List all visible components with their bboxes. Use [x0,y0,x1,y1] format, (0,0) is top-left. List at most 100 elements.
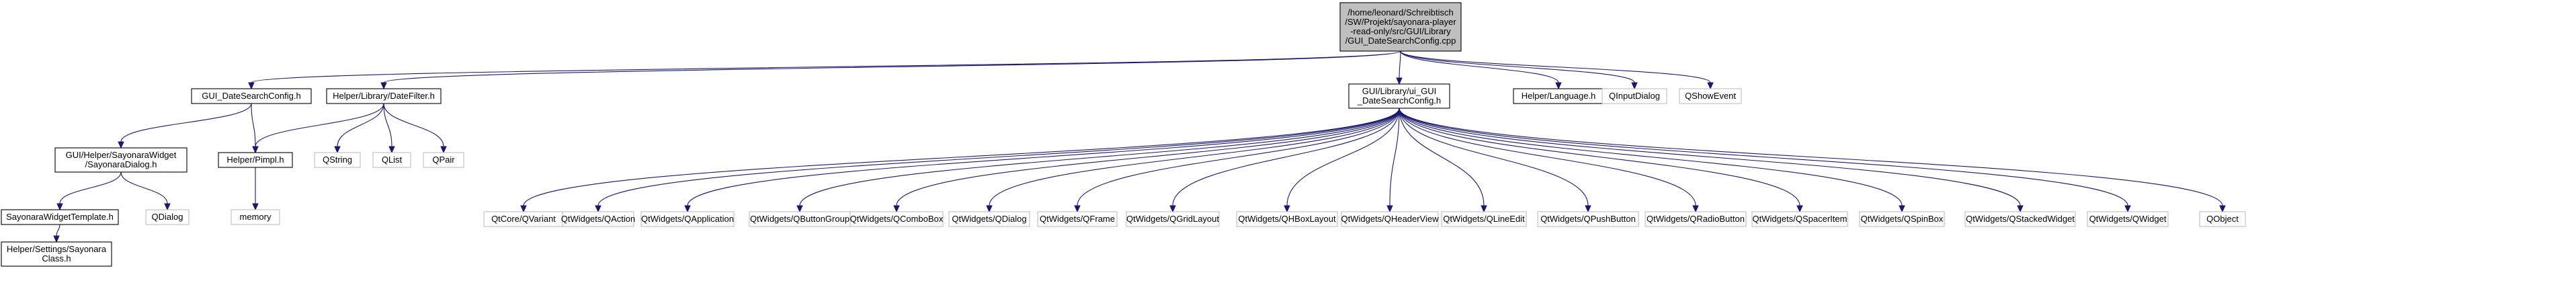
edge-line [896,108,1400,206]
node-qvariant[interactable]: QtCore/QVariant [483,211,564,227]
node-label-line: Helper/Settings/Sayonara [7,244,107,254]
edge-line [383,50,1401,83]
node-qshowevent[interactable]: QShowEvent [1679,88,1742,104]
edge-line [1399,108,1696,206]
node-box [640,211,735,227]
edge-line [597,108,1400,206]
node-qinputdialog[interactable]: QInputDialog [1602,88,1667,104]
edge-root-to-ui_gui_dsc [1396,50,1403,85]
node-sayonaradialog[interactable]: GUI/Helper/SayonaraWidget/SayonaraDialog… [54,147,188,173]
node-label-line: QtWidgets/QDialog [952,214,1026,224]
edge-ui_gui_dsc-to-qlineedit [1399,108,1487,213]
edge-line [1399,108,2021,206]
edge-arrowhead [252,203,259,211]
node-box [145,209,190,225]
node-qapplication[interactable]: QtWidgets/QApplication [640,211,735,227]
edge-root-to-qinputdialog [1400,50,1638,90]
node-qbuttongroup[interactable]: QtWidgets/QButtonGroup [749,211,851,227]
node-qdialog[interactable]: QDialog [145,209,190,225]
edge-line [523,108,1400,206]
node-label-line: QtWidgets/QRadioButton [1647,214,1745,224]
node-qpair[interactable]: QPair [423,152,464,168]
edge-line [383,103,444,147]
node-qwidget[interactable]: QtWidgets/QWidget [2087,211,2169,227]
edge-arrowhead [2017,205,2024,213]
node-label-line: Helper/Language.h [1522,91,1596,101]
node-root[interactable]: /home/leonard/Schreibtisch/SW/Projekt/sa… [1339,2,1462,52]
node-box [1,241,112,267]
edge-line [251,50,1401,83]
node-qheaderview[interactable]: QtWidgets/QHeaderView [1341,211,1440,227]
node-label-line: QtWidgets/QGridLayout [1126,214,1219,224]
edge-line [989,108,1400,206]
edge-line [56,224,60,237]
edge-line [1400,50,1635,83]
node-label-line: QtWidgets/QPushButton [1540,214,1636,224]
edge-ui_gui_dsc-to-qbuttongroup [796,108,1400,213]
edge-arrowhead [986,205,993,213]
node-qstackedwidget[interactable]: QtWidgets/QStackedWidget [1964,211,2076,227]
node-qcombobox[interactable]: QtWidgets/QComboBox [849,211,944,227]
node-qtw-qdialog[interactable]: QtWidgets/QDialog [948,211,1030,227]
edge-arrowhead [520,205,527,213]
node-box [1751,211,1848,227]
node-qradiobutton[interactable]: QtWidgets/QRadioButton [1645,211,1747,227]
node-ui-gui-dsc[interactable]: GUI/Library/ui_GUI_DateSearchConfig.h [1348,83,1450,109]
node-qlist[interactable]: QList [372,152,411,168]
edge-root-to-datefilter [380,50,1401,90]
node-label-line: QtWidgets/QHeaderView [1341,214,1440,224]
edge-ui_gui_dsc-to-qheaderview [1386,108,1400,213]
node-label-line: Class.h [42,253,71,263]
edge-line [799,108,1400,206]
edge-arrowhead [1585,205,1591,213]
node-pimpl[interactable]: Helper/Pimpl.h [218,152,293,168]
edge-ui_gui_dsc-to-qobject [1399,108,2226,213]
node-datefilter[interactable]: Helper/Library/DateFilter.h [326,88,442,104]
edge-datefilter-to-pimpl [252,103,384,154]
edge-arrowhead [1707,82,1714,90]
node-qgridlayout[interactable]: QtWidgets/QGridLayout [1126,211,1220,227]
node-language[interactable]: Helper/Language.h [1513,88,1604,104]
edge-datefilter-to-qpair [383,103,447,154]
node-box [948,211,1030,227]
edge-line [120,103,252,142]
node-qaction[interactable]: QtWidgets/QAction [561,211,636,227]
node-label-line: QtWidgets/QAction [561,214,636,224]
edge-arrowhead [684,205,691,213]
edge-arrowhead [796,205,803,213]
node-box [849,211,944,227]
node-qstring[interactable]: QString [314,152,361,168]
node-memory[interactable]: memory [231,209,280,225]
node-qspaceritem[interactable]: QtWidgets/QSpacerItem [1751,211,1848,227]
edge-ui_gui_dsc-to-qcombobox [893,108,1400,213]
node-qframe[interactable]: QtWidgets/QFrame [1037,211,1118,227]
node-label-line: QtWidgets/QApplication [641,214,734,224]
edge-line [1399,108,1903,206]
node-label-line: QtWidgets/QStackedWidget [1966,214,2075,224]
node-label-line: QDialog [152,212,183,222]
node-qlineedit[interactable]: QtWidgets/QLineEdit [1441,211,1527,227]
node-box [191,88,312,104]
node-qspinbox[interactable]: QtWidgets/QSpinBox [1859,211,1945,227]
node-gui-dsc-h[interactable]: GUI_DateSearchConfig.h [191,88,312,104]
node-qobject[interactable]: QObject [2199,211,2246,227]
node-qpushbutton[interactable]: QtWidgets/QPushButton [1537,211,1639,227]
node-label-line: memory [240,212,272,222]
node-box [1,209,119,225]
edge-ui_gui_dsc-to-qstackedwidget [1399,108,2024,213]
node-box [1339,2,1462,52]
node-swtemplate[interactable]: SayonaraWidgetTemplate.h [1,209,119,225]
edge-line [1077,108,1400,206]
node-qhboxlayout[interactable]: QtWidgets/QHBoxLayout [1236,211,1338,227]
edge-arrowhead [893,205,900,213]
edge-sayonaradialog-to-swtemplate [56,171,122,211]
edge-ui_gui_dsc-to-qradiobutton [1399,108,1699,213]
node-box [1679,88,1742,104]
edge-arrowhead [1386,205,1393,213]
edge-line [383,103,392,147]
edge-line [1399,108,1589,206]
edge-root-to-gui_dsc_h [248,50,1401,90]
edge-ui_gui_dsc-to-qgridlayout [1169,108,1400,213]
edge-line [1399,108,1800,206]
